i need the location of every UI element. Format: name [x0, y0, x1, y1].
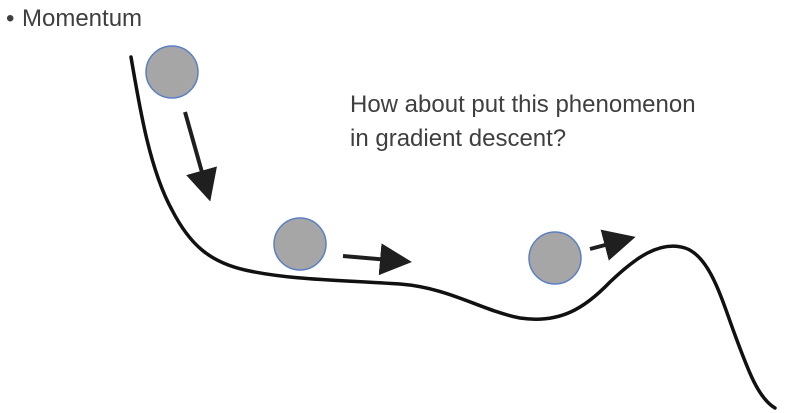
arrow-right — [342, 243, 412, 276]
question-line-1: How about put this phenomenon — [350, 91, 696, 118]
bullet-item-momentum: • Momentum — [6, 4, 142, 34]
question-line-2: in gradient descent? — [350, 125, 567, 152]
bullet-dot: • — [6, 5, 15, 32]
loss-curve — [129, 55, 777, 410]
ball-right — [528, 231, 582, 285]
arrow-up-right — [589, 229, 636, 261]
ball-middle — [273, 217, 327, 271]
ball-top — [145, 45, 199, 99]
bullet-label: Momentum — [22, 5, 143, 32]
question-text: How about put this phenomenon in gradien… — [350, 88, 696, 156]
arrow-down — [183, 111, 217, 202]
